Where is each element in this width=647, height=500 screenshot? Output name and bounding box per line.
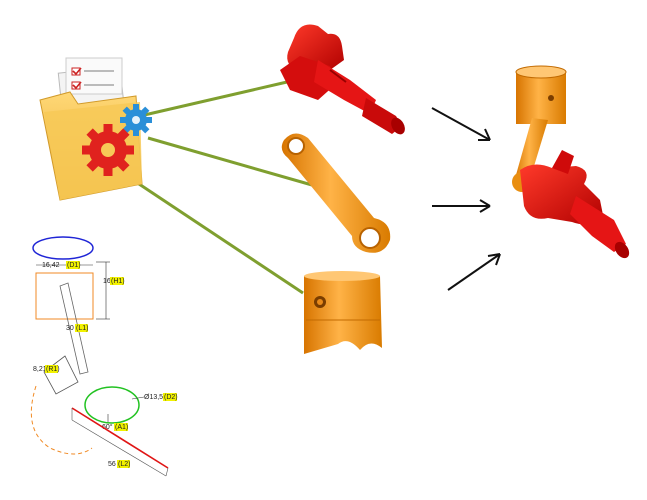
connector-to-crankshaft [139,80,288,118]
crankshaft-part [280,24,405,135]
dim-h1-value: 16 [103,278,111,285]
piston-part [304,271,382,354]
red-gear-icon [82,124,134,176]
sketch-line-l2 [71,407,169,469]
param-h1: (H1) [111,278,125,285]
sketch-arc [30,385,93,455]
connector-to-piston [129,176,304,295]
param-d1: (D1) [67,262,81,269]
param-l1: (L1) [76,325,88,332]
arrow-bottom-icon [447,253,501,291]
param-r1: (R1) [46,366,60,373]
dim-d2-value: Ø13,5 [144,394,163,401]
dim-l2-value: 56 [108,461,116,468]
sketch-crank [43,355,79,395]
arrow-middle-icon [432,199,491,213]
dim-r1-value: 8,21 [33,366,47,373]
param-l2: (L2) [118,461,130,468]
sketch-circle-top [32,236,94,260]
arrow-top-icon [431,107,491,141]
folder-gears-icon [39,57,152,201]
blue-gear-icon [120,104,152,136]
dim-d1-value: 16,42 [42,262,60,269]
technical-sketch: 16,42 (D1) 16 (H1) 30 (L1) 8,21 (R1) Ø13… [30,236,178,477]
connecting-rod-part [281,133,391,253]
arrows [431,107,501,291]
sketch-circle-d2 [84,386,140,424]
piston-assembly [512,65,630,259]
dim-a1-value: 60° [102,423,113,431]
dim-l1-value: 30 [66,325,74,332]
connector-lines [129,80,313,295]
param-d2: (D2) [164,394,178,401]
sketch-rod [59,282,89,375]
param-a1: (A1) [115,424,128,431]
sketch-piston-rect [35,272,94,320]
connector-to-rod [147,136,313,187]
